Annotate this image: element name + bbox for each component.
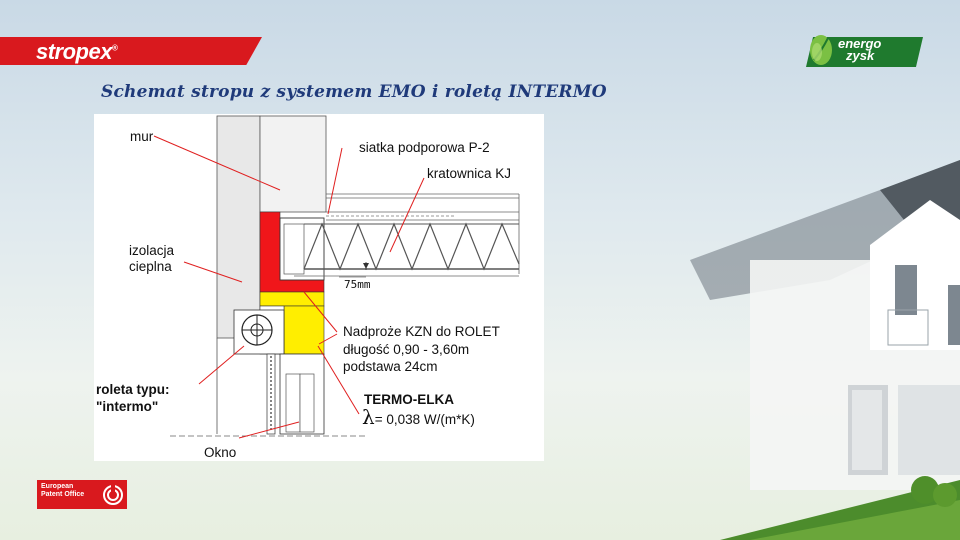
background-house-image [690,160,960,540]
label-kratownica: kratownica KJ [427,166,512,181]
label-podstawa: podstawa 24cm [343,359,438,374]
wall-block [216,115,261,339]
label-siatka: siatka podporowa P-2 [359,140,490,155]
label-cieplna: cieplna [129,259,172,274]
leader-lines [153,135,425,439]
epo-logo: European Patent Office [37,480,127,509]
epo-logo-icon [103,484,123,505]
label-roleta: roleta typu: [96,382,170,397]
leaf-icon [810,35,832,65]
floor-section-diagram: mur siatka podporowa P-2 kratownica KJ i… [94,114,544,461]
brand-bar [0,37,262,65]
label-dlugosc: długość 0,90 - 3,60m [343,342,470,357]
label-termo-elka: TERMO-ELKA [364,392,454,407]
partner-logo-text: energo zysk [838,36,882,63]
brand-logo: stropex® [36,39,118,64]
label-mur: mur [130,129,154,144]
label-okno: Okno [204,445,237,460]
lintel-yellow-side [283,305,325,355]
diagram-drawing [153,115,520,439]
label-izolacja: izolacja [129,243,175,258]
truss-diagonals [303,222,520,271]
page-title: Schemat stropu z systemem EMO i roletą I… [101,82,607,102]
label-intermo: "intermo" [96,399,159,414]
wall-upper [259,115,327,213]
roller-shutter-icon [241,314,273,346]
label-nadproze: Nadproże KZN do ROLET [343,324,500,339]
label-dimension: 75mm [344,278,371,291]
label-lambda: λ= 0,038 W/(m*K) [362,405,475,429]
